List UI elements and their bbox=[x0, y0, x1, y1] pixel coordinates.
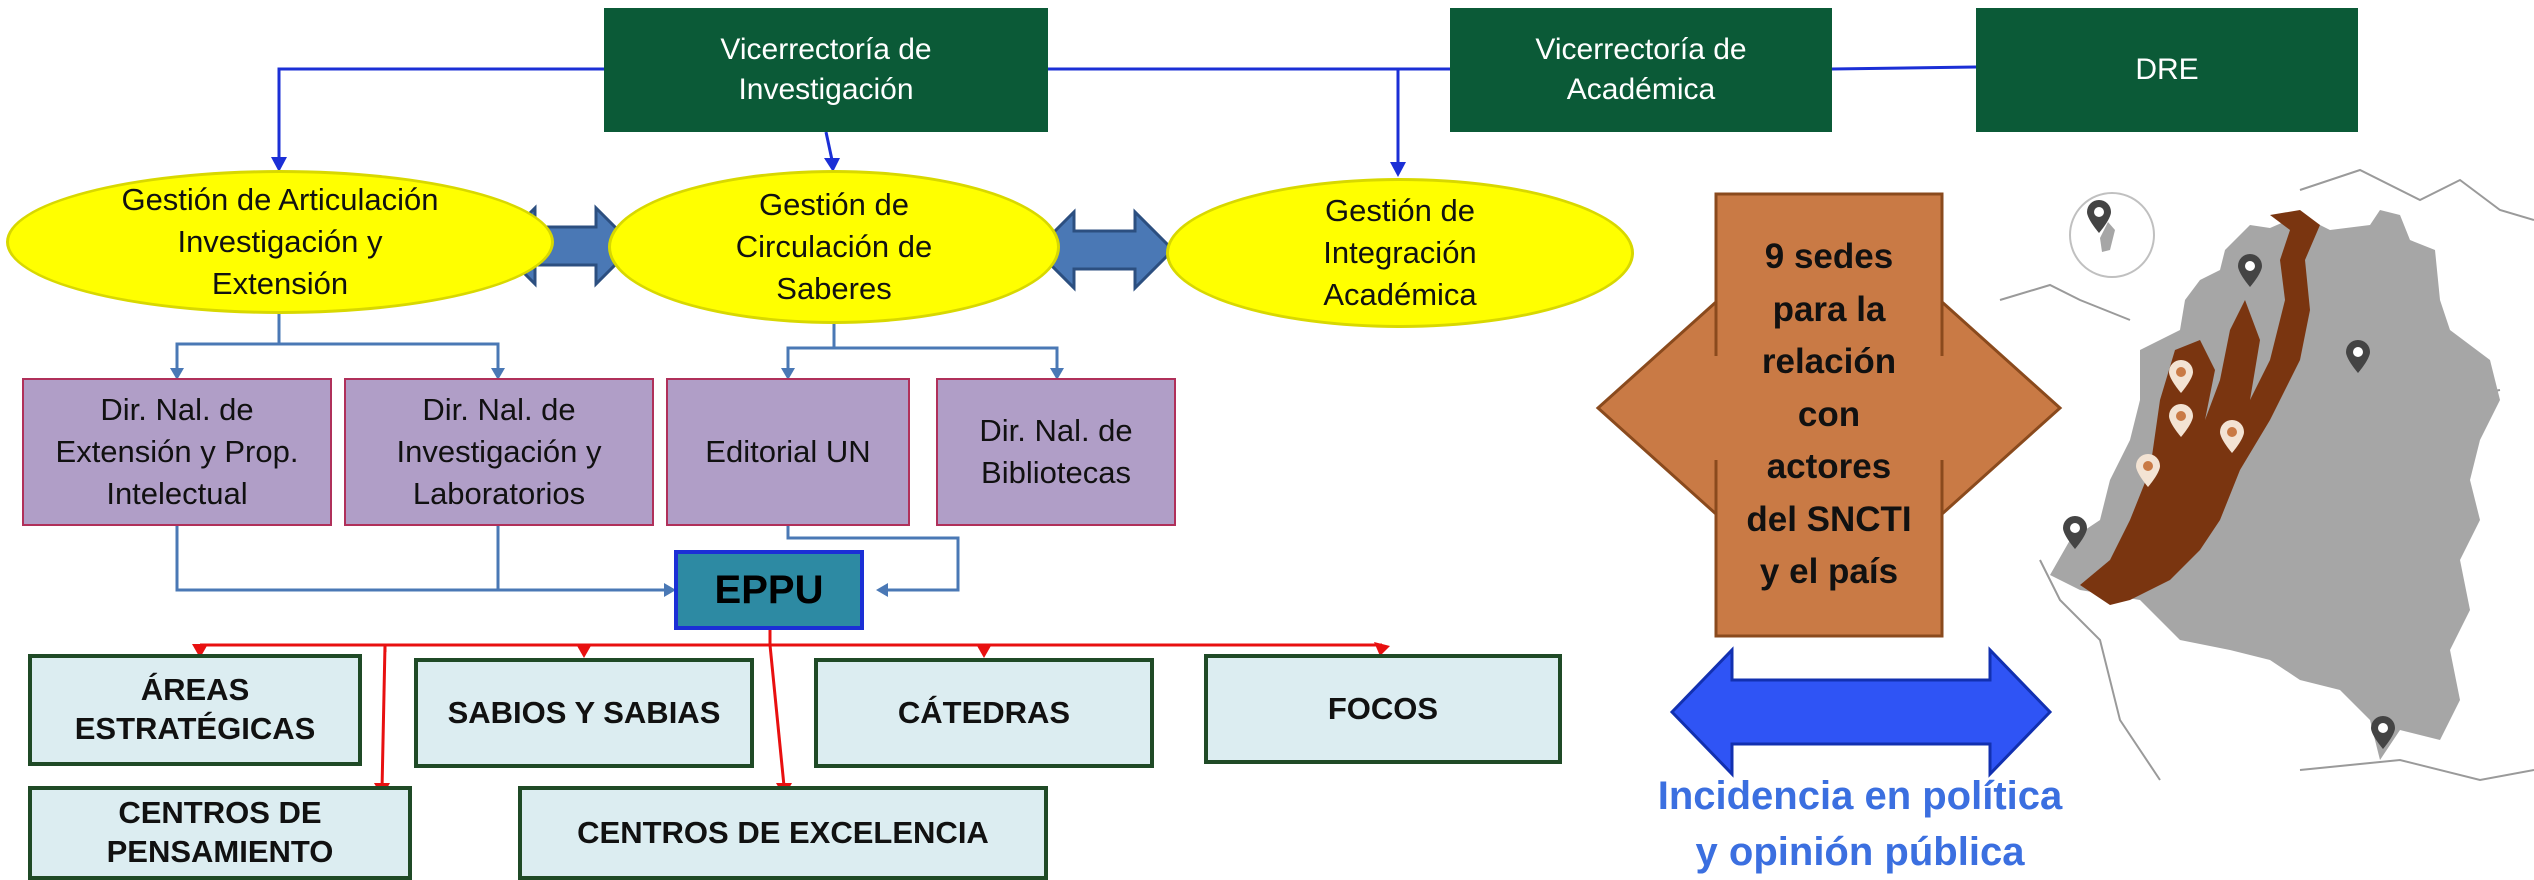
direction-arrowheads bbox=[170, 368, 1064, 597]
top-connector-arrowheads bbox=[271, 157, 1406, 177]
dir-extension-box: Dir. Nal. de Extensión y Prop. Intelectu… bbox=[22, 378, 332, 526]
andes-region bbox=[2080, 210, 2320, 605]
areas-estrategicas-box: ÁREAS ESTRATÉGICAS bbox=[28, 654, 362, 766]
map-pin-icon bbox=[2135, 454, 2161, 488]
centros-excelencia-box: CENTROS DE EXCELENCIA bbox=[518, 786, 1048, 880]
dre-box: DRE bbox=[1976, 8, 2358, 132]
editorial-un-box: Editorial UN bbox=[666, 378, 910, 526]
map-pin-icon bbox=[2237, 254, 2263, 288]
gestion-integracion-ellipse: Gestión de Integración Académica bbox=[1166, 178, 1634, 328]
catedras-box: CÁTEDRAS bbox=[814, 658, 1154, 768]
map-pin-icon bbox=[2168, 404, 2194, 438]
dir-bibliotecas-box: Dir. Nal. de Bibliotecas bbox=[936, 378, 1176, 526]
map-pin-icon bbox=[2168, 360, 2194, 394]
sabios-y-sabias-box: SABIOS Y SABIAS bbox=[414, 658, 754, 768]
map-pin-icon bbox=[2345, 340, 2371, 374]
vicerrectoria-investigacion-box: Vicerrectoría de Investigación bbox=[604, 8, 1048, 132]
incidencia-text: Incidencia en política y opinión pública bbox=[1657, 774, 2063, 874]
vicerrectoria-academica-box: Vicerrectoría de Académica bbox=[1450, 8, 1832, 132]
focos-box: FOCOS bbox=[1204, 654, 1562, 764]
top-connector-lines bbox=[277, 65, 1977, 165]
orange-sedes-arrow bbox=[1595, 192, 2063, 638]
map-pin-icon bbox=[2086, 200, 2112, 234]
direction-connectors bbox=[175, 312, 1059, 592]
map-pin-icon bbox=[2062, 516, 2088, 550]
centros-pensamiento-box: CENTROS DE PENSAMIENTO bbox=[28, 786, 412, 880]
eppu-box: EPPU bbox=[674, 550, 864, 630]
country-shape bbox=[2050, 210, 2500, 760]
map-pin-icon bbox=[2370, 716, 2396, 750]
map-pin-icon bbox=[2219, 420, 2245, 454]
blue-double-arrow bbox=[1669, 646, 2053, 778]
sedes-text: 9 sedes para la relación con actores del… bbox=[1746, 237, 1912, 592]
dir-investigacion-box: Dir. Nal. de Investigación y Laboratorio… bbox=[344, 378, 654, 526]
gestion-articulacion-ellipse: Gestión de Articulación Investigación y … bbox=[6, 170, 554, 314]
colombia-map bbox=[1999, 168, 2534, 782]
gestion-circulacion-ellipse: Gestión de Circulación de Saberes bbox=[608, 170, 1060, 324]
